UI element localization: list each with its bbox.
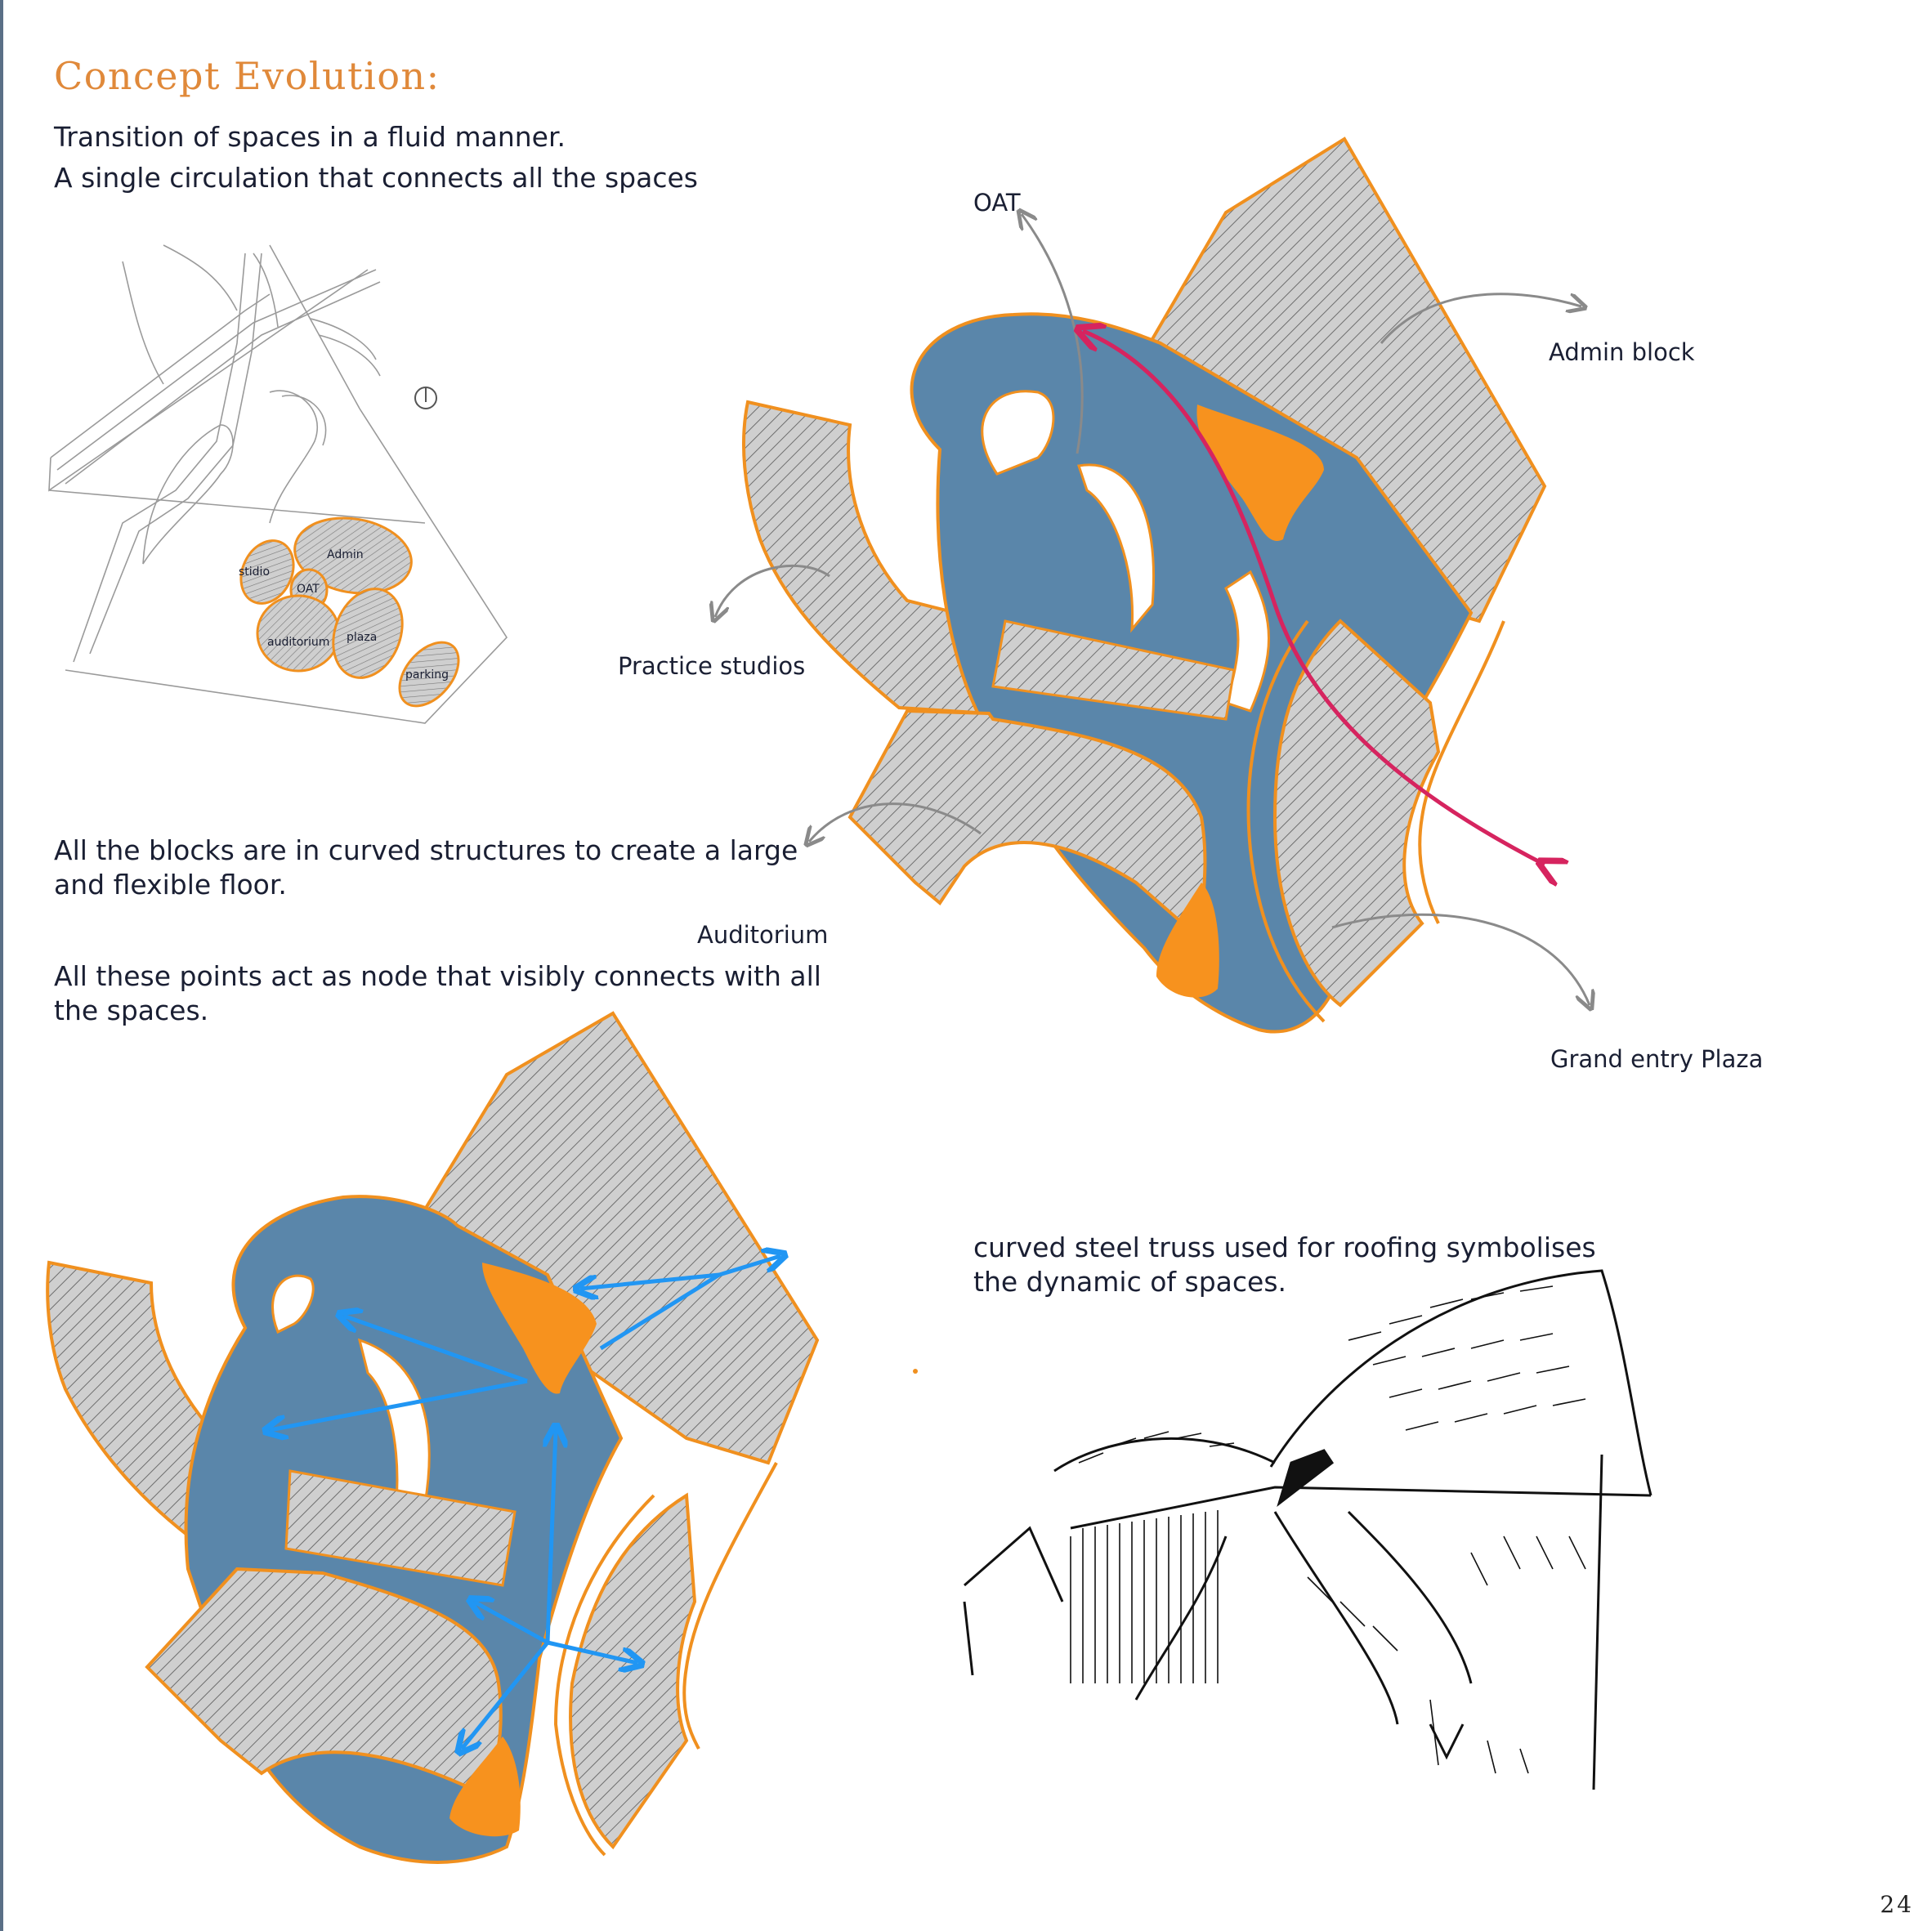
node-block-plaza: [569, 1492, 697, 1850]
site-label-admin: Admin: [327, 548, 364, 561]
site-label-auditorium: auditorium: [267, 636, 330, 649]
label-practice-studios: Practice studios: [618, 652, 806, 680]
node-connection-arrow-icon: [270, 1256, 780, 1749]
page-left-rule: [0, 0, 3, 1931]
label-grand-entry-plaza: Grand entry Plaza: [1550, 1045, 1764, 1073]
site-label-parking: parking: [405, 668, 449, 682]
site-bubble-plaza: [332, 588, 404, 679]
note-nodes-line-2: the spaces.: [54, 995, 209, 1026]
north-arrow-icon: [414, 387, 437, 409]
site-label-oat: OAT: [297, 583, 320, 596]
note-curved-line-1: All the blocks are in curved structures …: [54, 834, 798, 866]
site-label-plaza: plaza: [347, 631, 378, 644]
truss-caption-line-2: the dynamic of spaces.: [973, 1266, 1286, 1298]
intro-line-1: Transition of spaces in a fluid manner.: [54, 121, 566, 153]
site-label-studio: stidio: [239, 565, 271, 579]
note-curved-line-2: and flexible floor.: [54, 869, 287, 901]
site-plan-sketch: [48, 244, 508, 724]
site-bubble-auditorium: [256, 594, 341, 673]
void-inner-ring: [981, 390, 1055, 476]
intro-line-2: A single circulation that connects all t…: [54, 162, 698, 194]
flow-arrow-icon: [1083, 331, 1545, 865]
site-bubble-studio: [239, 539, 295, 605]
node-block-middle: [284, 1469, 517, 1587]
node-connection-diagram: [46, 1011, 820, 1864]
site-bubble-admin: [293, 516, 413, 595]
label-admin-block: Admin block: [1549, 338, 1695, 366]
node-point-lower: [449, 1737, 521, 1837]
label-oat: OAT: [973, 189, 1021, 217]
page-title: Concept Evolution:: [54, 54, 441, 98]
note-nodes-line-1: All these points act as node that visibl…: [54, 960, 821, 992]
node-point-upper: [482, 1263, 597, 1394]
node-lower: [1156, 883, 1219, 998]
label-auditorium: Auditorium: [697, 921, 829, 949]
site-bubble-parking: [398, 641, 460, 708]
truss-caption-line-1: curved steel truss used for roofing symb…: [973, 1231, 1596, 1263]
steel-truss-sketch: [963, 1269, 1652, 1790]
page-number: 24: [1880, 1891, 1914, 1918]
block-practice-studios: [742, 400, 1008, 716]
main-circulation-diagram: [715, 136, 1590, 1034]
